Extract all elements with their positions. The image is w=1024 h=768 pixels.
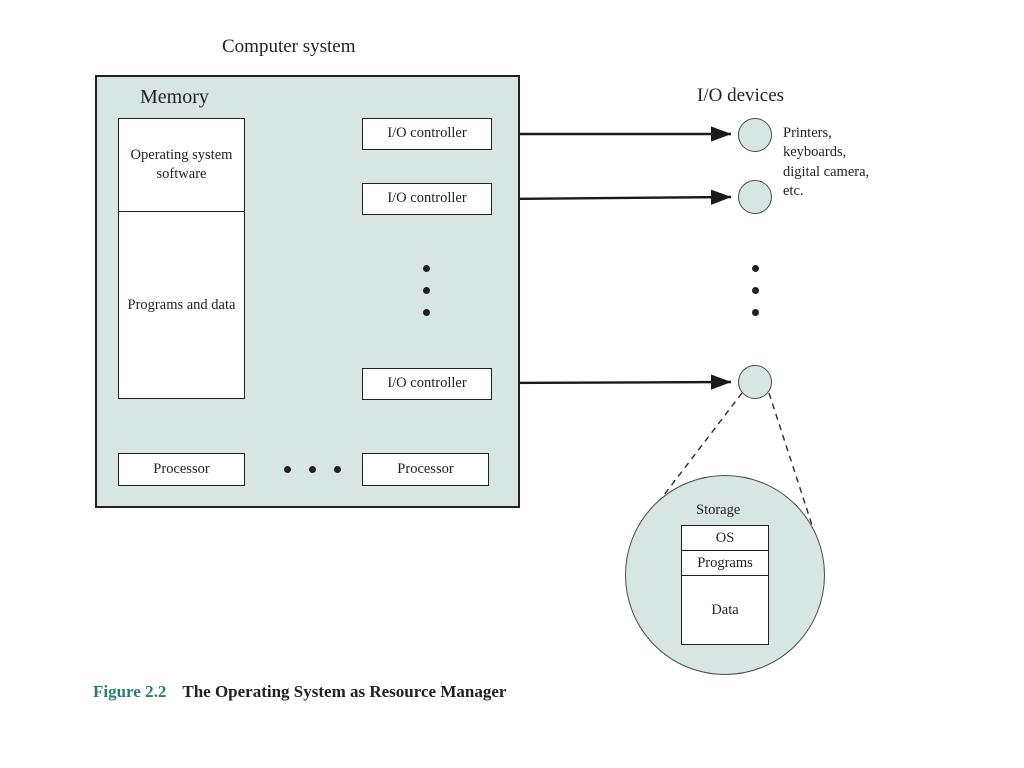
ellipsis-dot	[752, 287, 759, 294]
storage-segment-data: Data	[711, 601, 739, 618]
processor-ellipsis	[284, 466, 341, 473]
connector-io-2	[499, 189, 732, 207]
ellipsis-dot	[284, 466, 291, 473]
memory-segment-operating-system-software: Operating system software	[119, 119, 244, 212]
io-controller-ellipsis	[423, 265, 430, 316]
ellipsis-dot	[752, 265, 759, 272]
storage-segment-os: OS	[682, 526, 768, 551]
io-devices-description-line: keyboards,	[783, 144, 847, 161]
io-controller-3[interactable]: I/O controller	[362, 368, 492, 400]
figure-title: The Operating System as Resource Manager	[182, 682, 507, 701]
ellipsis-dot	[309, 466, 316, 473]
ellipsis-dot	[752, 309, 759, 316]
ellipsis-dot	[334, 466, 341, 473]
computer-system-title: Computer system	[222, 36, 356, 57]
io-devices-description-line: digital camera,	[783, 163, 870, 180]
storage-segment-programs: Programs	[682, 551, 768, 576]
storage-label: Storage	[696, 502, 741, 518]
figure-number: Figure 2.2	[93, 682, 167, 701]
io-device-1-icon[interactable]	[738, 118, 772, 152]
memory-block: Operating system software Programs and d…	[118, 118, 245, 399]
processor-1[interactable]: Processor	[118, 453, 245, 486]
io-devices-description-line: etc.	[783, 182, 804, 199]
io-devices-title: I/O devices	[697, 85, 785, 106]
ellipsis-dot	[423, 309, 430, 316]
figure-caption: Figure 2.2 The Operating System as Resour…	[93, 682, 506, 702]
io-device-ellipsis	[752, 265, 759, 316]
io-controller-2[interactable]: I/O controller	[362, 183, 492, 215]
connector-io-3	[499, 374, 732, 391]
memory-label: Memory	[140, 86, 209, 108]
processor-2[interactable]: Processor	[362, 453, 489, 486]
ellipsis-dot	[423, 287, 430, 294]
io-controller-1[interactable]: I/O controller	[362, 118, 492, 150]
storage-block: OS Programs Data	[681, 525, 769, 645]
io-device-3-icon[interactable]	[738, 365, 772, 399]
io-device-2-icon[interactable]	[738, 180, 772, 214]
io-devices-description: Printers, keyboards, digital camera, etc…	[783, 124, 869, 201]
storage-callout-left	[640, 392, 743, 526]
memory-segment-programs-and-data: Programs and data	[127, 296, 236, 313]
ellipsis-dot	[423, 265, 430, 272]
io-devices-description-line: Printers,	[783, 125, 832, 141]
storage-callout-right	[768, 392, 813, 526]
